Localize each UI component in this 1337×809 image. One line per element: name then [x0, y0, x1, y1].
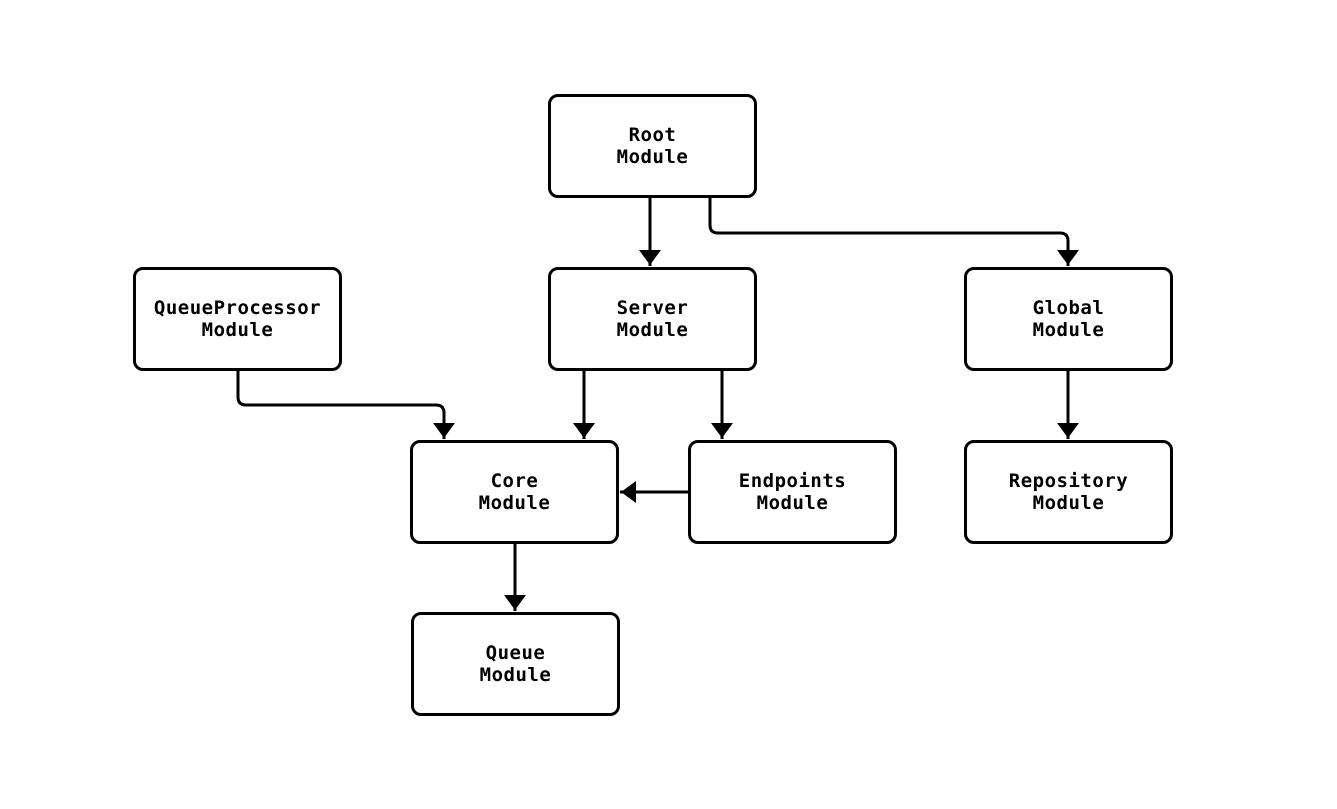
node-root-module: Root Module	[548, 94, 757, 198]
edge-root-to-global	[708, 198, 1079, 266]
node-endpoints-module: Endpoints Module	[688, 440, 897, 544]
node-root-module-label: Root Module	[616, 124, 689, 168]
node-queueprocessor-module-label: QueueProcessor Module	[153, 297, 322, 341]
node-queue-module: Queue Module	[411, 612, 620, 716]
node-repository-module: Repository Module	[964, 440, 1173, 544]
node-global-module-label: Global Module	[1032, 297, 1105, 341]
edge-queueprocessor-to-core	[236, 371, 455, 439]
node-core-module: Core Module	[410, 440, 619, 544]
node-core-module-label: Core Module	[478, 470, 551, 514]
node-endpoints-module-label: Endpoints Module	[738, 470, 847, 514]
node-queueprocessor-module: QueueProcessor Module	[133, 267, 342, 371]
node-repository-module-label: Repository Module	[1008, 470, 1129, 514]
node-queue-module-label: Queue Module	[479, 642, 552, 686]
node-server-module: Server Module	[548, 267, 757, 371]
node-global-module: Global Module	[964, 267, 1173, 371]
node-server-module-label: Server Module	[616, 297, 689, 341]
